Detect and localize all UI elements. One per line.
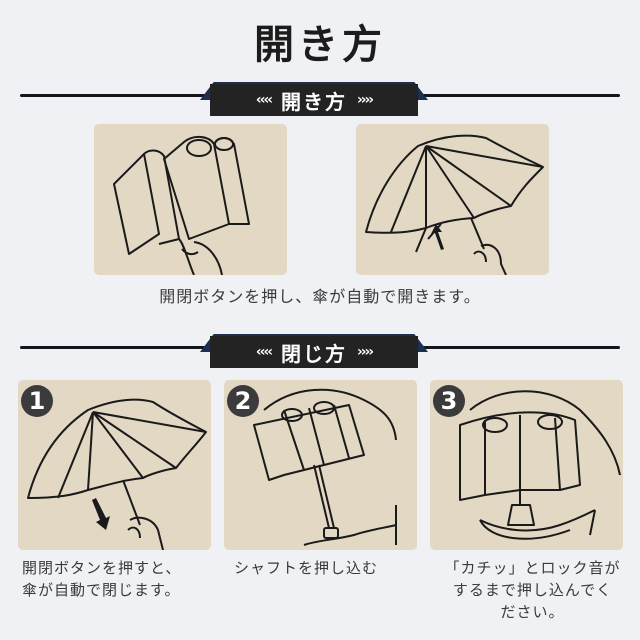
caption-line: 「カチッ」とロック音が (444, 559, 621, 577)
open-caption: 開閉ボタンを押し、傘が自動で開きます。 (159, 287, 481, 306)
section-title: 開き方 (281, 89, 347, 114)
caption-line: するまで押し込んでく (452, 581, 613, 599)
section-badge: ‹‹‹‹ 閉じ方 ›››› (210, 336, 418, 368)
step-number-badge: 2 (227, 385, 259, 417)
close-step-3-caption: 「カチッ」とロック音が するまで押し込んでく ださい。 (425, 557, 640, 623)
close-step-2-image: 2 (224, 380, 417, 550)
chevrons-left-icon: ‹‹‹‹ (255, 92, 273, 108)
step-number-badge: 3 (433, 385, 465, 417)
page-title: 開き方 (254, 21, 386, 68)
caption-line: シャフトを押し込む (234, 559, 379, 577)
open-image-folded (94, 124, 287, 275)
caption-line: 傘が自動で閉じます。 (22, 581, 181, 599)
section-title: 閉じ方 (281, 341, 347, 366)
close-step-1-caption: 開閉ボタンを押すと、 傘が自動で閉じます。 (22, 557, 222, 601)
chevrons-right-icon: ›››› (357, 92, 374, 108)
close-step-2-caption: シャフトを押し込む (234, 557, 434, 579)
open-image-opening (356, 124, 549, 275)
close-step-3-image: 3 (430, 380, 623, 550)
section-header-open: ‹‹‹‹ 開き方 ›››› (0, 74, 640, 118)
section-badge: ‹‹‹‹ 開き方 ›››› (210, 84, 418, 116)
section-header-close: ‹‹‹‹ 閉じ方 ›››› (0, 326, 640, 370)
caption-line: ださい。 (500, 603, 565, 621)
caption-line: 開閉ボタンを押すと、 (22, 559, 182, 577)
chevrons-left-icon: ‹‹‹‹ (255, 344, 273, 360)
step-number-badge: 1 (21, 385, 53, 417)
close-step-1-image: 1 (18, 380, 211, 550)
chevrons-right-icon: ›››› (357, 344, 374, 360)
